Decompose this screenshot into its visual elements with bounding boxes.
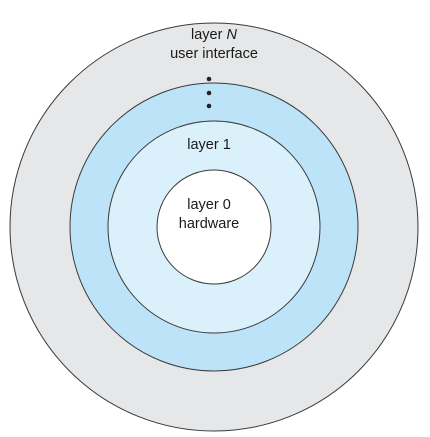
layer-0-title: layer 0	[187, 197, 231, 213]
ellipsis-dot	[206, 90, 212, 96]
layer-n-title-symbol: N	[226, 27, 237, 43]
layer-n-subtitle: user interface	[170, 46, 258, 62]
ring-layer-0	[156, 169, 272, 285]
ellipsis-dot	[206, 76, 212, 82]
layer-n-title: layer N	[191, 27, 237, 43]
ellipsis-dot	[206, 103, 212, 109]
layer-0-subtitle: hardware	[179, 216, 239, 232]
layer-1-title: layer 1	[187, 137, 231, 153]
layer-n-title-prefix: layer	[191, 27, 226, 43]
